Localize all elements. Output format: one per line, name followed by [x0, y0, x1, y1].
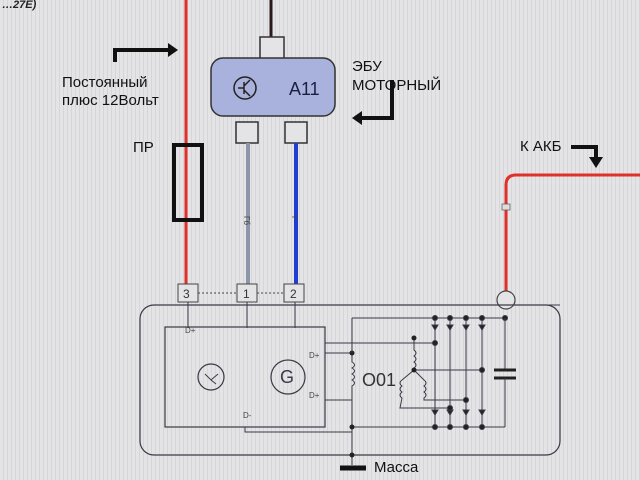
- excitation-coil: [351, 353, 355, 388]
- pin-2-label: 2: [290, 287, 297, 301]
- arrow-icon: [360, 80, 394, 120]
- ecu-top-connector: [259, 36, 285, 60]
- arrow-icon: [113, 48, 172, 62]
- ground-label: Масса: [374, 459, 419, 476]
- regulator-transistor-icon: [197, 363, 225, 391]
- ecu-connector-gray: [235, 121, 259, 144]
- pin-1-label: 1: [243, 287, 250, 301]
- terminal-d-plus-2: D+: [309, 351, 320, 360]
- battery-label: К АКБ: [520, 138, 562, 155]
- terminal-d-minus: D-: [243, 411, 252, 420]
- rectifier-bridge: [352, 315, 508, 430]
- ecu-code: A11: [289, 79, 320, 99]
- arrow-icon: [571, 145, 598, 160]
- ecu-label-2: МОТОРНЫЙ: [352, 77, 442, 94]
- fuse-label: ПР: [133, 139, 154, 156]
- ecu-label: ЭБУ: [352, 58, 382, 75]
- b-plus-terminal: [496, 290, 516, 310]
- arrow-head-icon: [589, 157, 603, 168]
- winding-label: O01: [362, 370, 396, 390]
- constant-plus-label-2: плюс 12Вольт: [62, 92, 159, 109]
- transistor-icon: [233, 76, 257, 100]
- ecu-box: [210, 57, 336, 117]
- header-fragment: …27E): [2, 0, 37, 11]
- stator-winding: [399, 338, 450, 409]
- blue-wire-label: Г: [290, 216, 299, 221]
- generator-symbol: G: [280, 367, 294, 387]
- battery-wire: [504, 173, 640, 292]
- arrow-head-icon: [352, 111, 362, 125]
- fuse-symbol: [172, 143, 204, 222]
- terminal-d-plus-3: D+: [309, 391, 320, 400]
- gray-wire-label: Гб: [242, 216, 251, 225]
- pin-3-label: 3: [183, 287, 190, 301]
- constant-plus-label: Постоянный: [62, 74, 148, 91]
- generator-symbol-icon: [270, 359, 306, 395]
- arrow-head-icon: [168, 43, 178, 57]
- terminal-d-plus-1: D+: [185, 326, 196, 335]
- pin-2: [283, 283, 305, 303]
- ecu-connector-blue: [284, 121, 308, 144]
